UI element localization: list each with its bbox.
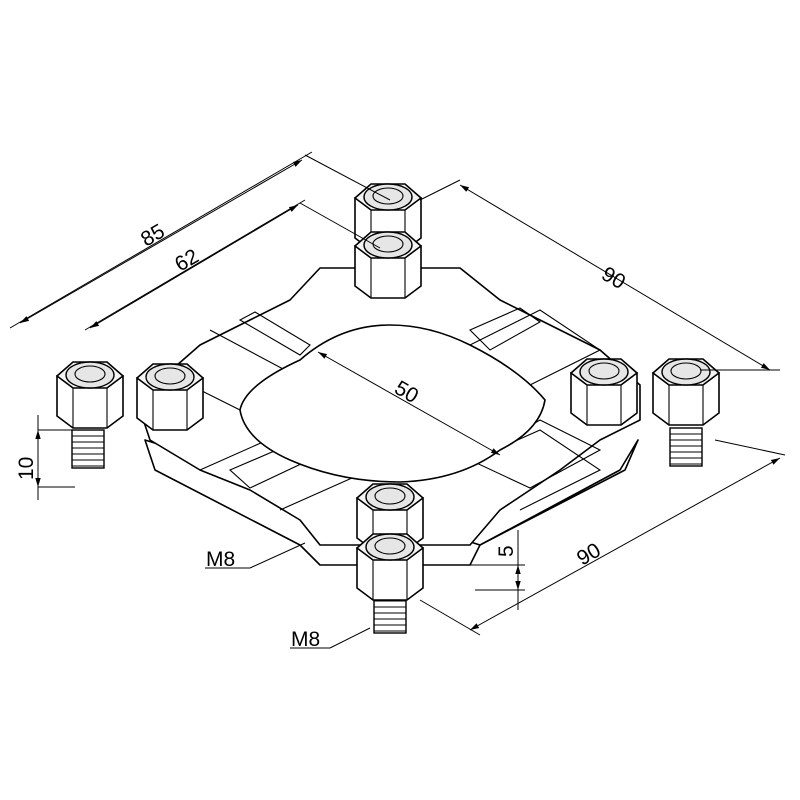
callout-m8-lower: M8 (291, 628, 320, 651)
bolt-left (71, 429, 105, 469)
dim-label-10: 10 (15, 457, 38, 480)
dimension-90-lower (419, 439, 786, 636)
nut-front-lower (356, 533, 424, 601)
dimension-5 (470, 530, 525, 610)
callout-m8-upper: M8 (206, 548, 235, 571)
nut-right-outer (652, 358, 720, 426)
nut-right-inner (570, 358, 638, 426)
nut-left-outer (56, 361, 124, 429)
dim-label-62: 62 (171, 245, 203, 277)
dim-label-85: 85 (137, 220, 169, 252)
leader-m8-upper (205, 542, 306, 569)
nut-top-lower (354, 231, 422, 299)
leader-m8-lower (290, 627, 371, 649)
dimension-10 (35, 415, 75, 500)
dim-label-90-lower: 90 (573, 539, 605, 571)
dim-label-90-upper: 90 (598, 262, 630, 294)
dimension-90-upper (419, 179, 780, 371)
dimension-62 (84, 199, 381, 331)
dim-label-5: 5 (495, 545, 518, 557)
bolt-right (669, 427, 703, 467)
nut-left-inner (136, 363, 204, 431)
dimension-50 (317, 351, 501, 456)
